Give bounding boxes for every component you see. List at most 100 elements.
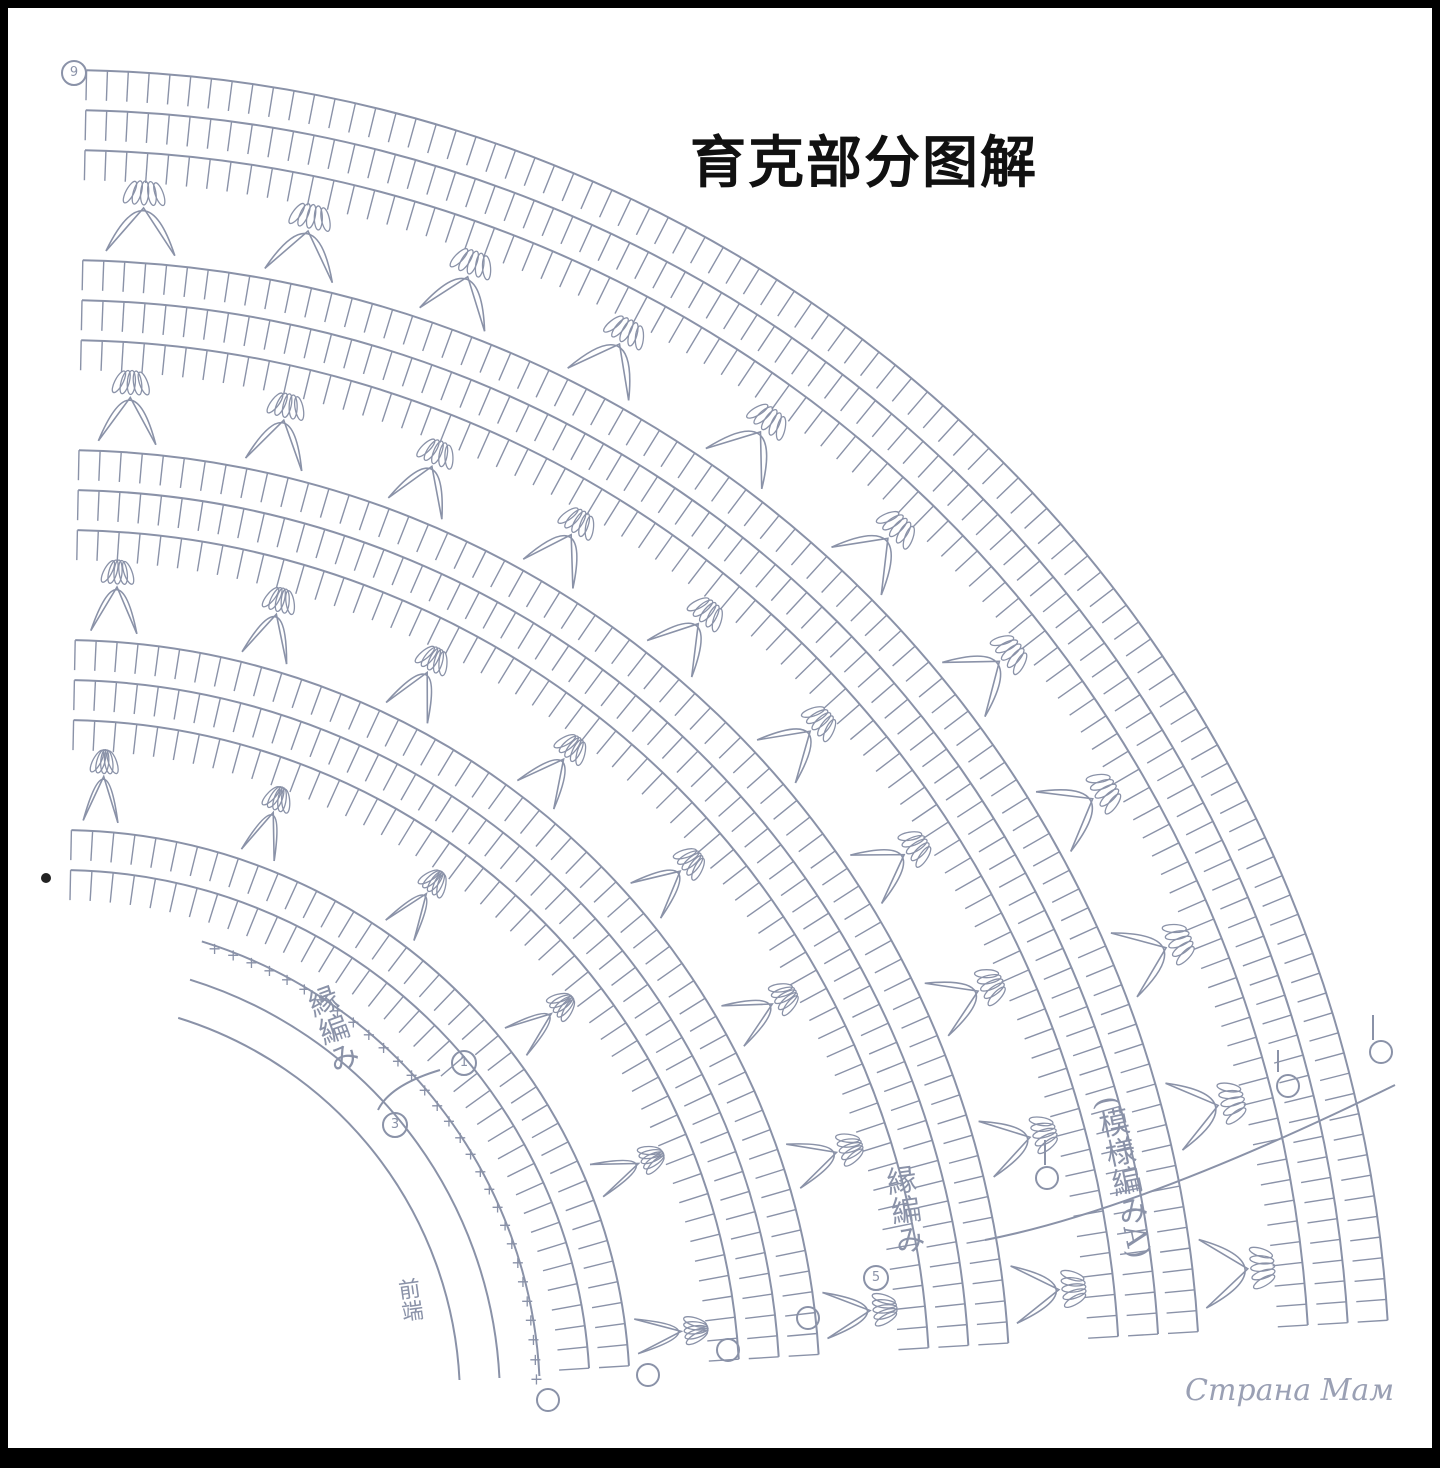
- stitch-mark: [76, 490, 79, 521]
- fan-v: [831, 537, 889, 596]
- stitch-mark: [572, 918, 596, 940]
- fan-v: [942, 660, 1001, 717]
- stitch-mark: [328, 736, 342, 765]
- stitch-mark: [83, 150, 86, 181]
- stitch-mark: [1096, 1125, 1126, 1135]
- petal: [1249, 1255, 1275, 1265]
- stitch-mark: [134, 643, 139, 674]
- petal: [875, 510, 900, 524]
- petal: [692, 599, 714, 617]
- stitch-mark: [1003, 544, 1027, 566]
- stitch-mark: [1033, 646, 1059, 666]
- stitch-mark: [1125, 638, 1152, 657]
- page-title: 育克部分图解: [690, 131, 1038, 196]
- stitch-mark: [194, 652, 201, 683]
- stitch-mark: [600, 1022, 627, 1041]
- fan-scallop: [1010, 1265, 1058, 1325]
- stitch-mark: [1303, 1012, 1333, 1023]
- stitch-mark: [1031, 1047, 1061, 1059]
- row-marker: [536, 1388, 560, 1412]
- stitch-mark: [690, 1233, 720, 1243]
- stitch-mark: [590, 398, 606, 426]
- stitch-mark: [1312, 1259, 1343, 1265]
- stitch-mark: [342, 380, 352, 410]
- plus-stitch: +: [498, 1216, 511, 1235]
- stitch-mark: [1238, 1076, 1268, 1086]
- stitch-mark: [594, 626, 614, 653]
- stitch-mark: [655, 786, 679, 809]
- fan-scallop: [1165, 1082, 1217, 1151]
- stitch-mark: [547, 1283, 578, 1291]
- stitch-mark: [427, 1040, 451, 1062]
- stitch-mark: [634, 251, 650, 280]
- stitch-mark: [711, 476, 730, 502]
- stitch-mark: [1120, 1063, 1150, 1074]
- stitch-mark: [962, 1216, 993, 1224]
- row-marker: [796, 1306, 820, 1330]
- stitch-mark: [705, 292, 723, 319]
- stitch-mark: [791, 349, 810, 375]
- stitch-mark: [474, 1035, 499, 1056]
- stitch-mark: [669, 801, 693, 824]
- stitch-mark: [597, 1343, 628, 1349]
- stitch-mark: [883, 1080, 913, 1093]
- stitch-mark: [105, 70, 109, 101]
- stitch-mark: [990, 779, 1017, 797]
- fan-scallop: [567, 343, 631, 401]
- petal: [638, 1149, 664, 1160]
- stitch-mark: [310, 686, 323, 715]
- stitch-mark: [1016, 560, 1041, 581]
- stitch-mark: [1069, 1189, 1100, 1197]
- stitch-mark: [246, 908, 259, 937]
- stitch-mark: [282, 365, 291, 395]
- stitch-mark: [524, 924, 547, 946]
- stitch-mark: [183, 267, 189, 298]
- stitch-mark: [564, 704, 584, 730]
- stitch-mark: [676, 750, 699, 773]
- stitch-mark: [272, 672, 283, 702]
- frame-top: [0, 0, 1440, 8]
- chart-rows: [69, 69, 1389, 1371]
- stitch-mark: [944, 857, 972, 874]
- stitch-mark: [703, 572, 724, 597]
- stitch-mark: [742, 268, 760, 295]
- stitch-mark: [523, 157, 536, 186]
- stitch-mark: [605, 453, 623, 481]
- petal: [1250, 1262, 1276, 1273]
- stitch-mark: [800, 606, 823, 629]
- stitch-mark: [487, 1125, 514, 1143]
- stitch-mark: [595, 1322, 625, 1329]
- stitch-mark: [541, 207, 555, 237]
- stitch-mark: [1042, 869, 1070, 885]
- petal: [417, 869, 440, 885]
- stitch-mark: [203, 269, 209, 300]
- petal: [800, 706, 826, 718]
- stitch-mark: [327, 139, 336, 170]
- stitch-mark: [771, 1229, 801, 1238]
- stitch-mark: [540, 250, 554, 280]
- stitch-mark: [934, 1303, 965, 1308]
- stitch-mark: [499, 845, 521, 870]
- plus-stitch: +: [430, 1096, 443, 1115]
- stitch-mark: [564, 971, 589, 992]
- stitch-mark: [537, 1241, 567, 1253]
- stitch-mark: [70, 830, 73, 861]
- stitch-mark: [1314, 1052, 1345, 1062]
- stitch-mark: [471, 550, 487, 579]
- stitch-mark: [502, 235, 515, 264]
- stitch-mark: [100, 340, 103, 371]
- stitch-mark: [677, 452, 696, 479]
- stitch-mark: [974, 1300, 1005, 1305]
- stitch-mark: [809, 1006, 837, 1022]
- stitch-mark: [441, 329, 453, 359]
- stitch-mark: [551, 955, 576, 976]
- stitch-mark: [1044, 1087, 1074, 1098]
- stitch-mark: [114, 642, 118, 673]
- stitch-mark: [320, 900, 337, 928]
- stitch-mark: [226, 121, 233, 152]
- stitch-mark: [495, 894, 517, 918]
- fan-v: [1010, 1265, 1061, 1324]
- stitch-mark: [718, 1071, 746, 1086]
- stitch-mark: [623, 983, 649, 1003]
- fan-scallop: [244, 422, 303, 472]
